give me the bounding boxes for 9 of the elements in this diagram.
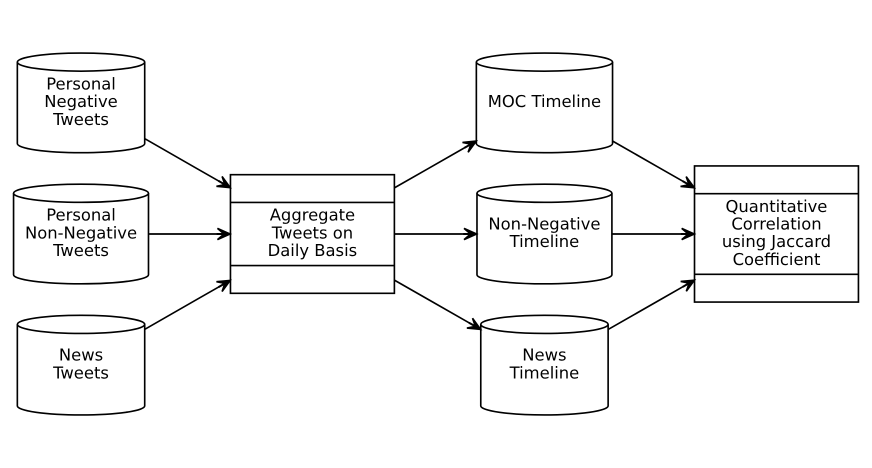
- arrow: [394, 280, 482, 330]
- arrow: [394, 228, 478, 240]
- arrow: [608, 279, 696, 330]
- arrow: [394, 140, 478, 188]
- arrow: [144, 138, 232, 188]
- arrow: [612, 140, 696, 189]
- arrow: [149, 228, 231, 240]
- arrow: [612, 228, 696, 240]
- arrow: [144, 280, 232, 330]
